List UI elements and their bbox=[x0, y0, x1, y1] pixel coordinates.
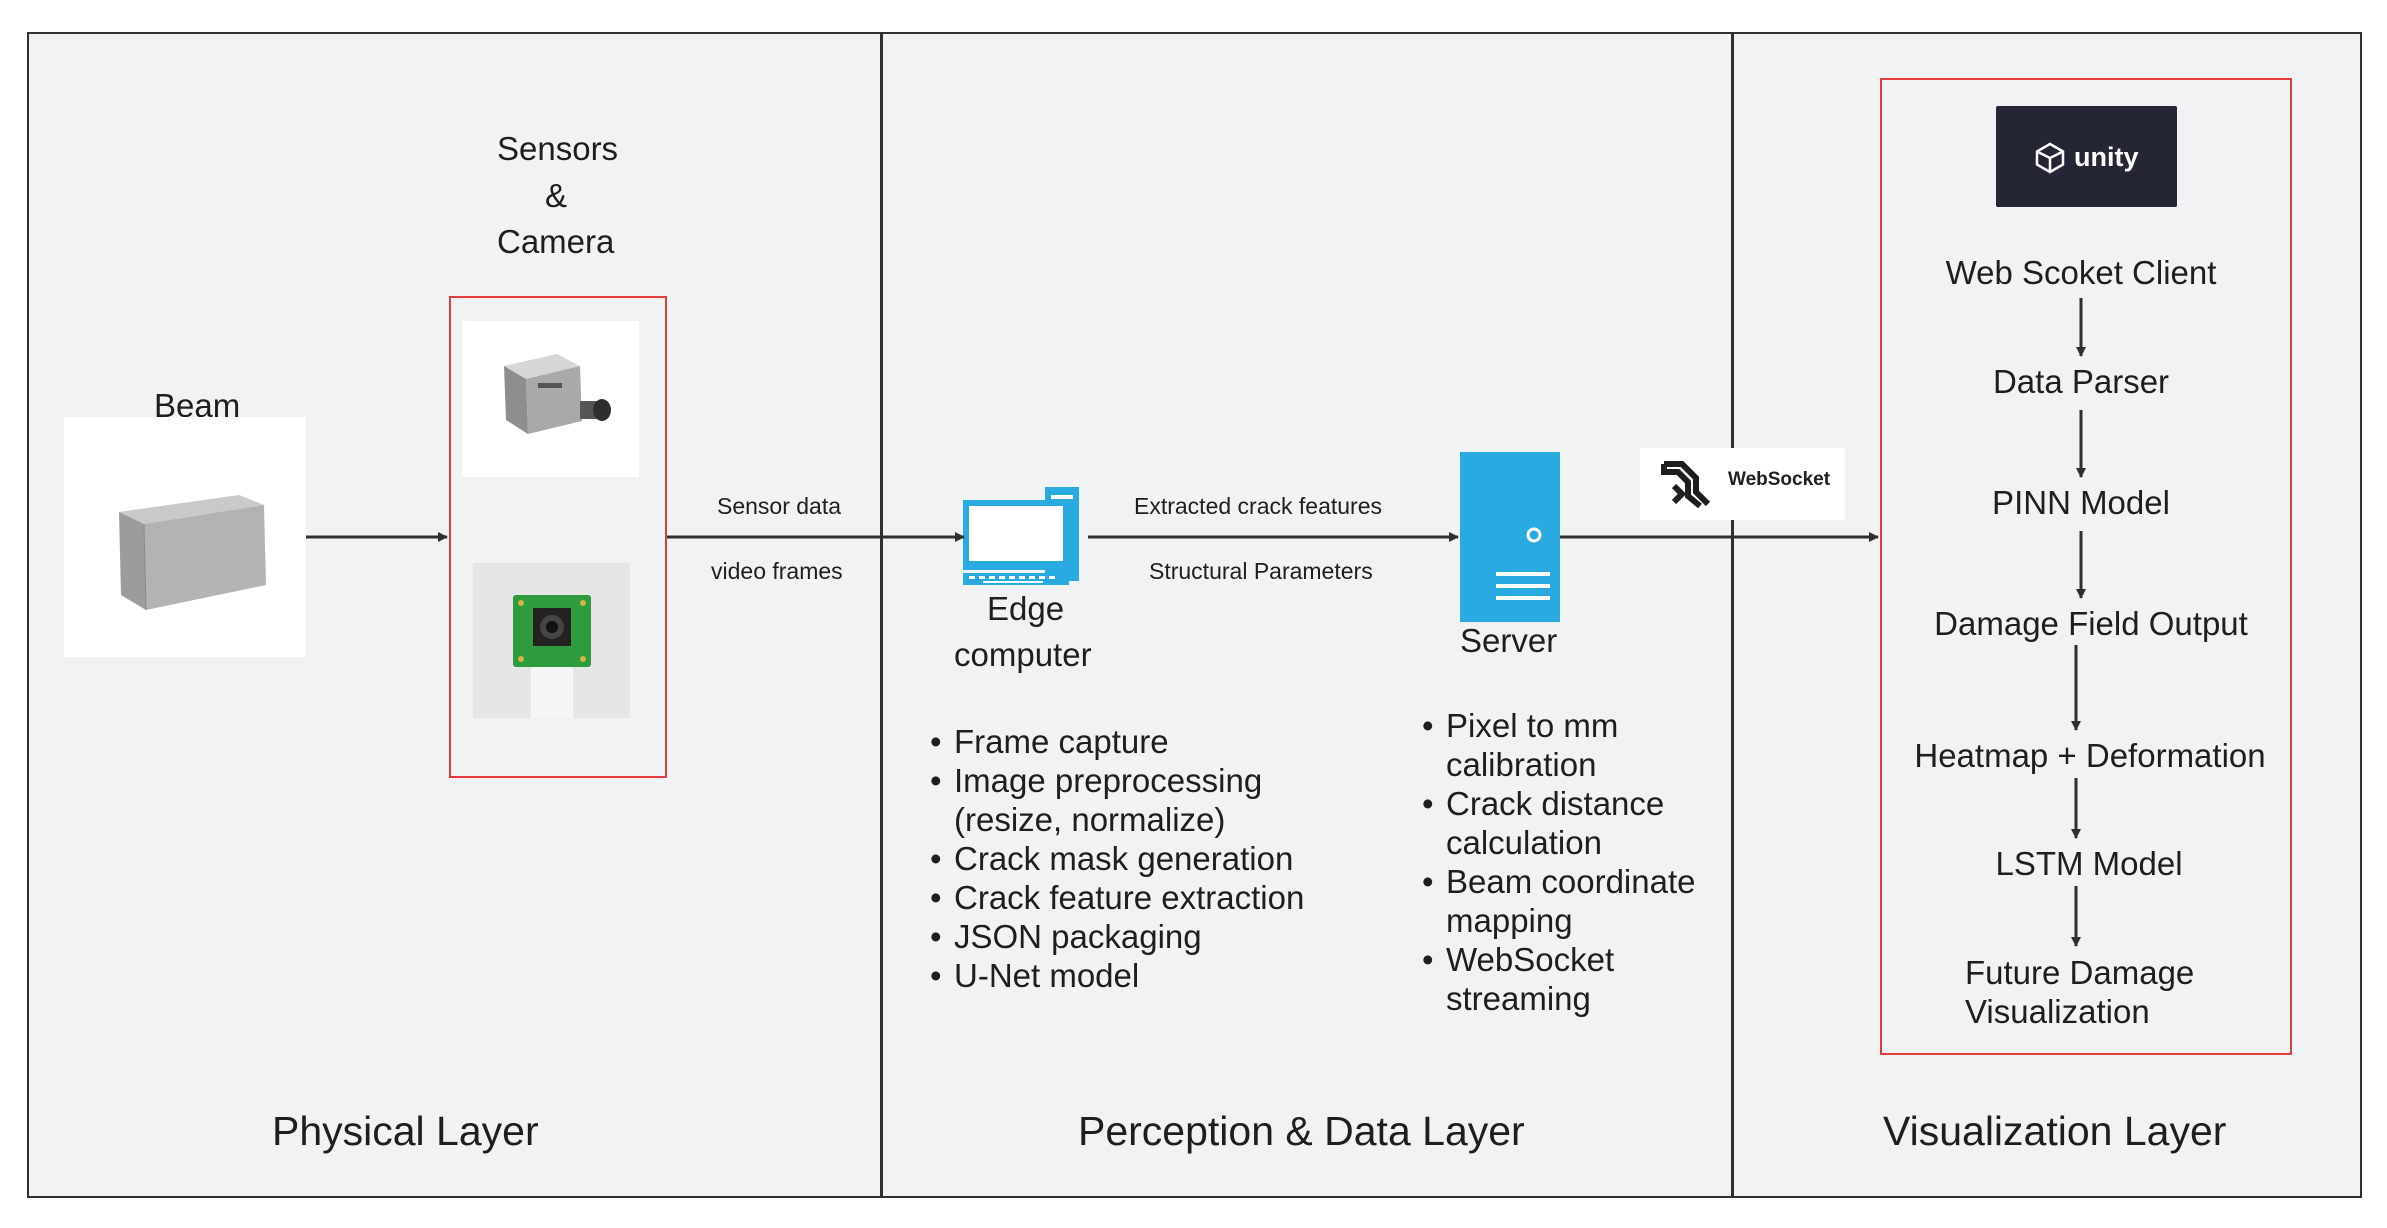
websocket-icon bbox=[1661, 461, 1711, 509]
websocket-logo-text: WebSocket bbox=[1728, 469, 1831, 490]
unity-logo-text: unity bbox=[2074, 142, 2139, 172]
sensors-label-line1: Sensors bbox=[497, 130, 619, 167]
accelerometer-icon bbox=[504, 354, 611, 434]
edge-label-sensor-data: Sensor data bbox=[717, 493, 842, 519]
perception-layer-title: Perception & Data Layer bbox=[1078, 1108, 1525, 1154]
sensors-label-line3: Camera bbox=[497, 223, 615, 260]
sensors-label-line2: & bbox=[545, 177, 568, 214]
edge-task-text: Image preprocessing (resize, normalize) bbox=[954, 762, 1263, 838]
server-task-text: Pixel to mm calibration bbox=[1446, 707, 1619, 783]
unity-logo-card: unity bbox=[1996, 106, 2177, 207]
edge-task-text: Frame capture bbox=[954, 723, 1169, 760]
edge-task-item: Image preprocessing (resize, normalize) bbox=[930, 761, 1304, 839]
edge-computer-task-list: Frame capture Image preprocessing (resiz… bbox=[930, 722, 1304, 995]
edge-task-text: JSON packaging bbox=[954, 918, 1202, 955]
server-task-text: Beam coordinate mapping bbox=[1446, 863, 1696, 939]
edge-computer-icon bbox=[963, 487, 1079, 585]
server-task-text: Crack distance calculation bbox=[1446, 785, 1665, 861]
server-label: Server bbox=[1460, 622, 1558, 659]
edge-task-item: U-Net model bbox=[930, 956, 1304, 995]
beam-image-card bbox=[64, 417, 306, 657]
unity-icon bbox=[2035, 142, 2065, 174]
camera-module-image-card bbox=[473, 563, 630, 718]
visualization-layer-title: Visualization Layer bbox=[1883, 1108, 2227, 1154]
edge-task-text: Crack feature extraction bbox=[954, 879, 1305, 916]
pipeline-step-data-parser: Data Parser bbox=[1992, 363, 2170, 400]
visualization-layer-panel bbox=[1732, 32, 2362, 1198]
edge-task-text: Crack mask generation bbox=[954, 840, 1294, 877]
pipeline-step-lstm-model: LSTM Model bbox=[1995, 845, 2183, 882]
pipeline-step-damage-field-output: Damage Field Output bbox=[1934, 605, 2248, 642]
accelerometer-image-card bbox=[462, 321, 639, 477]
beam-image bbox=[119, 495, 266, 611]
visualization-pipeline-box bbox=[1880, 78, 2292, 1055]
edge-label-structural-parameters: Structural Parameters bbox=[1149, 558, 1373, 584]
websocket-logo-card: WebSocket bbox=[1640, 448, 1845, 520]
physical-layer-title: Physical Layer bbox=[272, 1108, 539, 1154]
edge-task-text: U-Net model bbox=[954, 957, 1140, 994]
server-task-list: Pixel to mm calibration Crack distance c… bbox=[1422, 706, 1695, 1018]
pipeline-step-heatmap-deformation: Heatmap + Deformation bbox=[1914, 737, 2266, 774]
sensors-camera-box bbox=[449, 296, 667, 778]
server-task-item: Beam coordinate mapping bbox=[1422, 862, 1695, 940]
pipeline-step-websocket-client: Web Scoket Client bbox=[1945, 254, 2217, 291]
edge-task-item: JSON packaging bbox=[930, 917, 1304, 956]
server-task-item: WebSocket streaming bbox=[1422, 940, 1695, 1018]
edge-task-item: Crack mask generation bbox=[930, 839, 1304, 878]
pipeline-step-future-damage: Future Damage Visualization bbox=[1965, 954, 2195, 1030]
edge-task-item: Crack feature extraction bbox=[930, 878, 1304, 917]
server-icon bbox=[1460, 452, 1560, 622]
pipeline-step-pinn-model: PINN Model bbox=[1992, 484, 2170, 521]
server-task-text: WebSocket streaming bbox=[1446, 941, 1615, 1017]
camera-module-icon bbox=[513, 595, 591, 718]
edge-computer-label-line1: Edge bbox=[987, 590, 1065, 627]
edge-label-video-frames: video frames bbox=[711, 558, 843, 584]
edge-computer-label-line2: computer bbox=[954, 636, 1092, 673]
edge-label-extracted-crack-features: Extracted crack features bbox=[1134, 493, 1382, 519]
server-task-item: Crack distance calculation bbox=[1422, 784, 1695, 862]
server-task-item: Pixel to mm calibration bbox=[1422, 706, 1695, 784]
edge-task-item: Frame capture bbox=[930, 722, 1304, 761]
